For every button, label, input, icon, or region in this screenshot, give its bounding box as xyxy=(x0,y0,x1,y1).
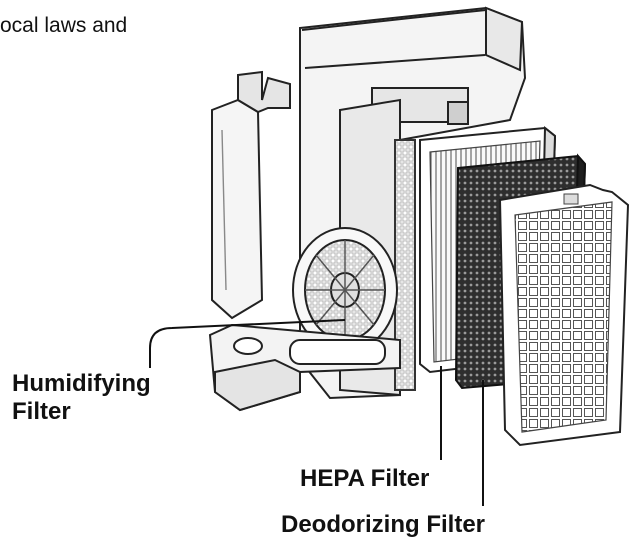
humidifying-filter-label-line2: Filter xyxy=(12,398,71,425)
front-panel xyxy=(498,183,630,447)
water-tank xyxy=(211,70,291,320)
humidifying-filter-wheel xyxy=(292,227,398,353)
hepa-filter-label: HEPA Filter xyxy=(300,465,430,492)
humidifying-filter-label-line1: Humidifying xyxy=(12,370,151,397)
leader-lines xyxy=(149,319,484,506)
deodorizing-filter-label: Deodorizing Filter xyxy=(281,511,485,538)
intro-text: ocal laws and xyxy=(0,14,128,37)
humidifier-tray xyxy=(208,323,401,412)
humidifying-leader xyxy=(149,319,346,368)
